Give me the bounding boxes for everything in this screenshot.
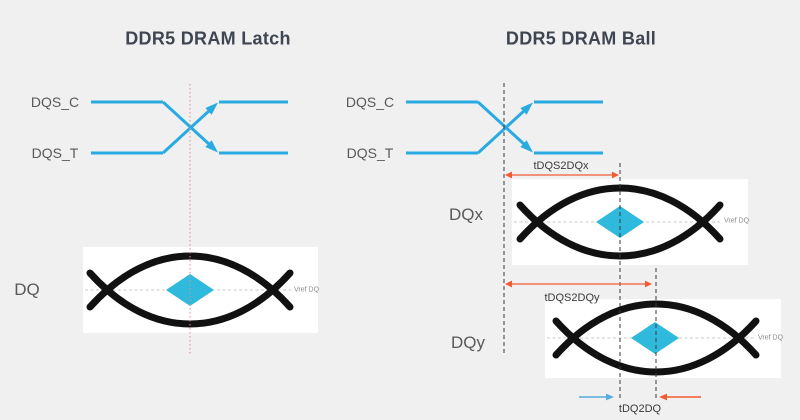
- dqx-vref-label: Vref DQ: [724, 217, 750, 225]
- tdqs2dqy-left-arrow-icon: [505, 280, 512, 288]
- latch-rising-edge: [161, 108, 212, 155]
- ball-dqs-c-label: DQS_C: [345, 94, 395, 110]
- dqy-vref-label: Vref DQ: [758, 334, 784, 342]
- latch-dqs-signals: [91, 100, 288, 155]
- tdqs2dqy-label: tDQS2DQy: [544, 292, 600, 304]
- tdq2dq-orange-arrow-icon: [659, 393, 667, 401]
- dqy-diamond: [631, 322, 679, 354]
- eye-curves: [86, 184, 760, 376]
- tdq2dq-arrows: [579, 393, 701, 401]
- tdqs2dqx-right-arrow-icon: [612, 171, 619, 179]
- ball-rising-edge: [476, 108, 527, 155]
- dq-label: DQ: [14, 280, 40, 299]
- tdq2dq-blue-arrow-icon: [606, 393, 614, 401]
- ball-dqs-signals: [406, 100, 603, 155]
- ball-dqs-t-label: DQS_T: [346, 145, 394, 161]
- ball-falling-edge: [476, 100, 527, 147]
- dq-eye-bottom-curve: [86, 269, 294, 328]
- tdqs2dqy-right-arrow-icon: [645, 280, 652, 288]
- tdqs2dqx-left-arrow-icon: [505, 171, 512, 179]
- dqx-eye-top-curve: [516, 184, 724, 243]
- dq-vref-label: Vref DQ: [294, 286, 320, 294]
- ball-rising-arrow-icon: [520, 102, 533, 115]
- timing-dimension-arrows: [505, 171, 652, 288]
- latch-dqs-t-label: DQS_T: [31, 145, 79, 161]
- ball-signal-arrowheads: [520, 102, 533, 153]
- tdq2dq-label: tDQ2DQ: [618, 403, 662, 415]
- latch-rising-arrow-icon: [205, 102, 218, 115]
- latch-falling-edge: [161, 100, 212, 147]
- vref-lines: [85, 221, 754, 339]
- ball-reference-lines: [503, 83, 657, 401]
- ball-falling-arrow-icon: [520, 140, 533, 153]
- latch-signal-arrowheads: [205, 102, 218, 153]
- tdqs2dqx-label: tDQS2DQx: [533, 160, 589, 172]
- dq-diamond: [166, 274, 214, 306]
- dqy-label: DQy: [451, 333, 485, 352]
- dqy-eye-bottom-curve: [552, 317, 760, 376]
- ball-panel-title: DDR5 DRAM Ball: [505, 28, 657, 49]
- latch-falling-arrow-icon: [205, 140, 218, 153]
- dqx-label: DQx: [449, 205, 483, 224]
- latch-dqs-c-label: DQS_C: [30, 94, 80, 110]
- latch-panel-title: DDR5 DRAM Latch: [125, 28, 291, 49]
